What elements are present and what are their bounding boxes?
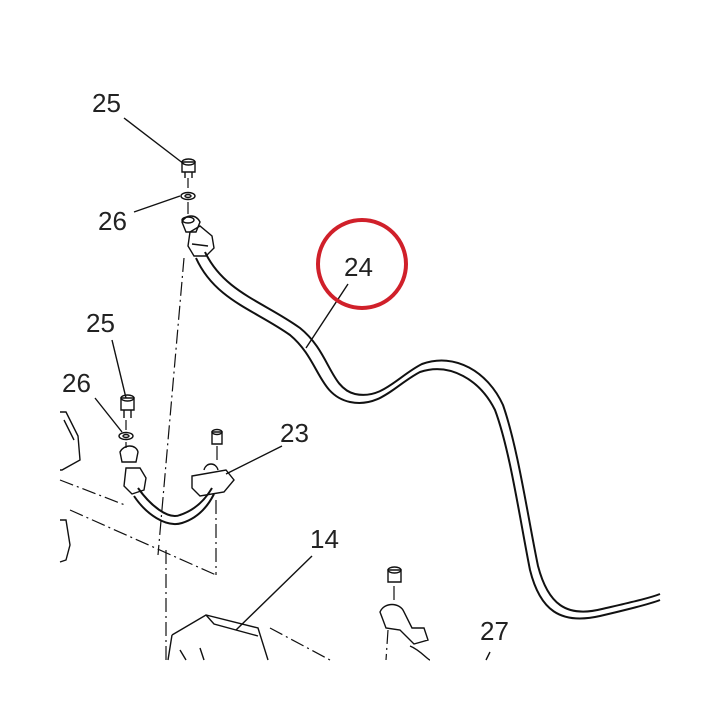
centerline-bottom-diag xyxy=(269,627,331,661)
bolt-lower-right[interactable] xyxy=(387,566,402,600)
centerline-lower-diag xyxy=(69,509,217,576)
clamp-23[interactable] xyxy=(191,428,235,497)
label-25-top: 25 xyxy=(92,88,121,118)
leader-lines xyxy=(94,117,491,661)
hose-fitting-left xyxy=(119,445,147,495)
label-26-left: 26 xyxy=(62,368,91,398)
label-24: 24 xyxy=(344,252,373,282)
label-27: 27 xyxy=(480,616,509,646)
hose-fitting-top xyxy=(181,215,215,257)
label-26-top: 26 xyxy=(98,206,127,236)
component-left-edge xyxy=(59,411,81,563)
bracket-lower-right xyxy=(379,603,431,661)
hose-left-lower[interactable] xyxy=(133,487,215,526)
label-23: 23 xyxy=(280,418,309,448)
label-25-left: 25 xyxy=(86,308,115,338)
component-14[interactable] xyxy=(167,614,269,661)
centerline-top-vertical xyxy=(157,257,185,556)
washer-26-left[interactable] xyxy=(118,431,134,441)
bolt-25-top[interactable] xyxy=(181,158,196,178)
highlight-circle xyxy=(316,218,408,310)
washer-26-top[interactable] xyxy=(180,191,196,201)
bolt-25-left[interactable] xyxy=(120,394,135,418)
centerline-left-diag xyxy=(59,479,126,506)
hose-24[interactable] xyxy=(195,251,661,620)
label-14: 14 xyxy=(310,524,339,554)
